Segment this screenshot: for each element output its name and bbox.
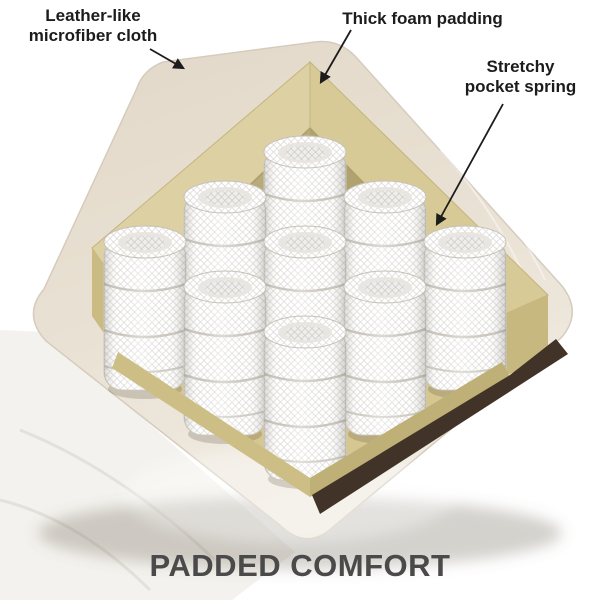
label-foam-padding: Thick foam padding	[330, 9, 515, 29]
label-microfiber-cloth-line2: microfiber cloth	[28, 26, 158, 46]
label-microfiber-cloth: Leather-like microfiber cloth	[8, 6, 178, 46]
base-edge-brown	[312, 339, 568, 514]
leader-line-cloth	[149, 48, 186, 70]
foam-floor-edge-left	[112, 352, 310, 497]
leader-line-spring	[435, 103, 504, 227]
label-microfiber-cloth-line1: Leather-like	[45, 6, 141, 25]
label-pocket-spring-line2: pocket spring	[464, 77, 577, 97]
leader-line-foam	[319, 29, 352, 85]
label-pocket-spring: Stretchy pocket spring	[448, 57, 593, 97]
label-pocket-spring-line1: Stretchy	[486, 57, 555, 76]
foam-floor-edge-right	[310, 362, 510, 497]
label-foam-padding-text: Thick foam padding	[342, 9, 503, 28]
product-title: PADDED COMFORT	[149, 548, 451, 583]
